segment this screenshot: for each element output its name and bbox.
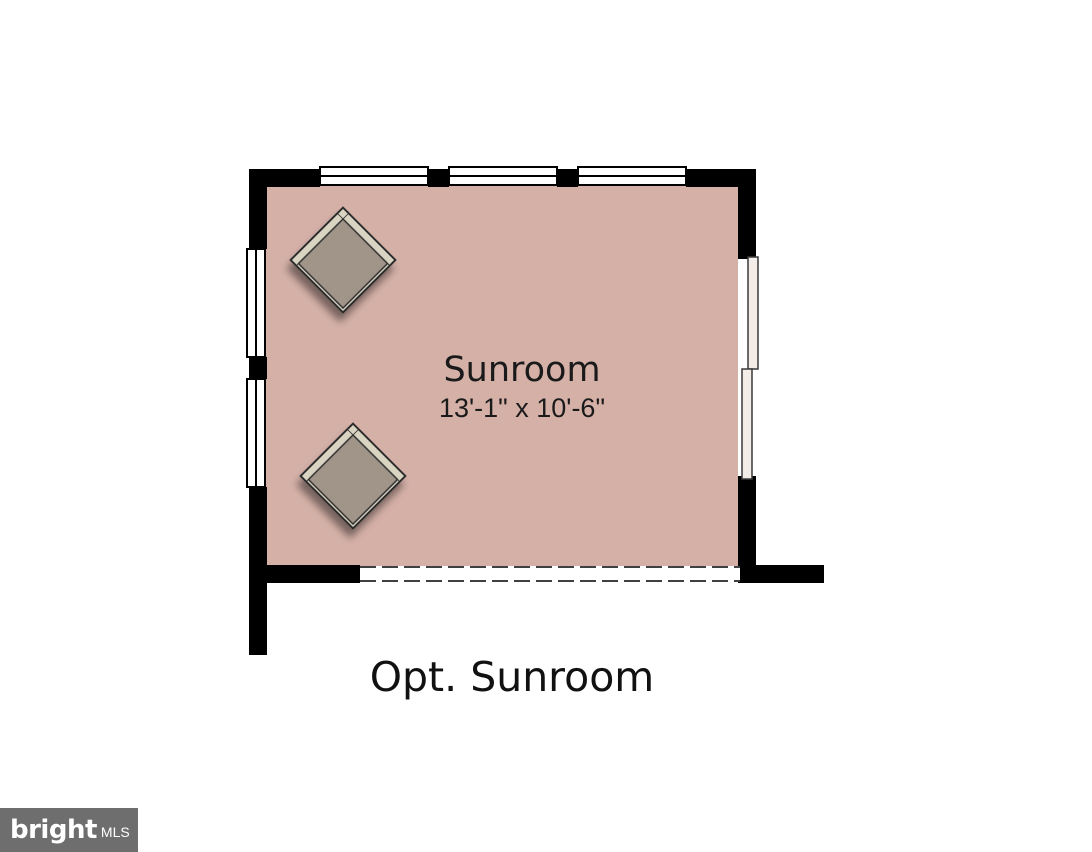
room-dimensions: 13'-1" x 10'-6" <box>438 393 606 423</box>
plan-caption: Opt. Sunroom <box>369 653 655 701</box>
left-windows <box>246 248 266 488</box>
watermark-brand: bright <box>10 815 97 845</box>
room-name: Sunroom <box>443 350 601 390</box>
bottom-opening <box>360 566 740 582</box>
top-windows <box>319 166 687 186</box>
right-windows <box>741 256 759 480</box>
bottom-wall <box>249 565 360 583</box>
armchair-bottom <box>299 422 407 530</box>
bright-mls-watermark: bright MLS <box>0 808 138 852</box>
armchair-top <box>289 206 397 314</box>
right-wall <box>738 169 824 583</box>
watermark-suffix: MLS <box>100 824 130 840</box>
